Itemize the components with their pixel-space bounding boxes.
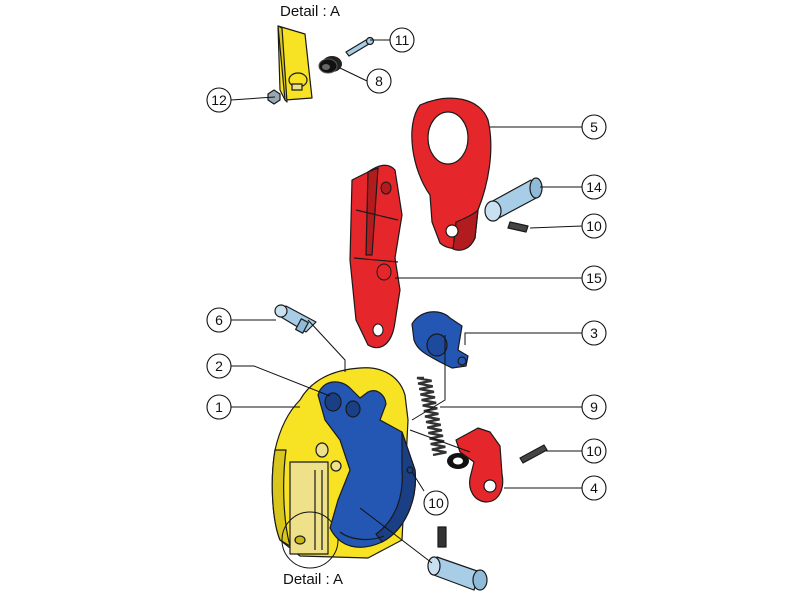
part-10-roll-pin-a <box>507 221 529 233</box>
part-5-lifting-eye <box>411 97 492 251</box>
callout-5: 5 <box>581 114 607 140</box>
callout-4: 4 <box>581 475 607 501</box>
leader-lines <box>230 39 583 564</box>
detail-a-marker-circle <box>281 511 339 569</box>
part-6-pin <box>274 304 317 334</box>
svg-text:9: 9 <box>590 399 598 415</box>
svg-text:8: 8 <box>375 73 383 89</box>
svg-text:5: 5 <box>590 119 598 135</box>
detail-a-bottom-title: Detail : A <box>283 571 343 588</box>
svg-text:2: 2 <box>215 358 223 374</box>
svg-text:10: 10 <box>586 218 602 234</box>
part-3-lever <box>411 311 469 369</box>
callout-1: 1 <box>206 394 232 420</box>
callout-6: 6 <box>206 307 232 333</box>
part-14-pin <box>484 177 543 222</box>
callout-3: 3 <box>581 320 607 346</box>
coil-spring-8 <box>318 56 342 74</box>
callout-10-c: 10 <box>581 438 607 464</box>
part-9-tension-spring <box>416 376 447 457</box>
washer <box>447 453 469 469</box>
svg-text:12: 12 <box>211 92 227 108</box>
svg-text:14: 14 <box>586 179 602 195</box>
svg-text:4: 4 <box>590 480 598 496</box>
pin-11 <box>345 36 375 57</box>
svg-text:15: 15 <box>586 270 602 286</box>
callout-11: 11 <box>389 27 415 53</box>
callout-10-a: 10 <box>581 213 607 239</box>
svg-text:10: 10 <box>428 495 444 511</box>
callout-12: 12 <box>206 87 232 113</box>
callout-10-b: 10 <box>423 490 449 516</box>
bottom-pin <box>427 556 488 591</box>
callout-15: 15 <box>581 265 607 291</box>
detail-a-top: Detail : A <box>267 3 375 105</box>
svg-text:6: 6 <box>215 312 223 328</box>
callout-14: 14 <box>581 174 607 200</box>
callout-8: 8 <box>366 68 392 94</box>
part-15-link <box>349 164 403 349</box>
svg-text:3: 3 <box>590 325 598 341</box>
svg-text:11: 11 <box>395 32 410 48</box>
part-2-cam <box>317 381 417 548</box>
detail-a-top-title: Detail : A <box>280 3 340 20</box>
callout-9: 9 <box>581 394 607 420</box>
set-screw <box>437 526 447 548</box>
svg-text:10: 10 <box>586 443 602 459</box>
part-10-roll-pin-c <box>519 444 548 464</box>
part-4-release-cam <box>455 427 504 503</box>
svg-text:1: 1 <box>215 399 223 415</box>
callouts: 11 8 12 5 14 10 15 6 3 2 1 9 10 10 4 <box>206 27 607 516</box>
callout-2: 2 <box>206 353 232 379</box>
